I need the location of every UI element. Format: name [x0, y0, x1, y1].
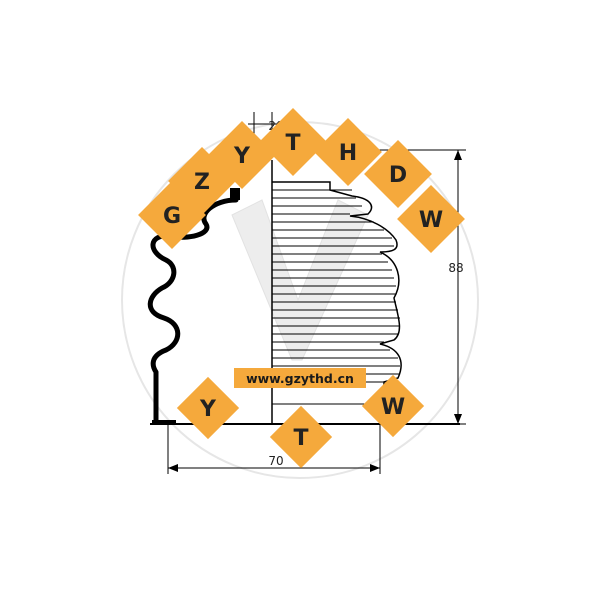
svg-text:H: H — [339, 141, 357, 166]
svg-text:D: D — [389, 163, 407, 188]
boot-left-profile — [147, 190, 239, 420]
dimension-bottom-width: 70 — [167, 424, 381, 474]
watermark-tile-t: T — [259, 108, 327, 176]
watermark-url-banner: www.gzythd.cn — [234, 368, 366, 388]
svg-text:G: G — [163, 204, 181, 229]
dimension-bottom-width-label: 70 — [268, 454, 283, 468]
svg-text:Z: Z — [194, 170, 210, 195]
watermark-tile-w: W — [397, 185, 465, 253]
svg-text:T: T — [285, 131, 300, 156]
boot-right-section — [271, 160, 402, 424]
watermark-tile-lower-w: W — [361, 374, 425, 438]
svg-text:Y: Y — [233, 144, 251, 169]
watermark-tile-lower-t: T — [269, 405, 333, 469]
watermark-tile-lower-y: Y — [176, 376, 240, 440]
svg-text:W: W — [381, 395, 405, 420]
svg-text:T: T — [293, 426, 308, 451]
boot-top-collar — [230, 188, 240, 200]
watermark-tile-d: D — [364, 140, 432, 208]
watermark-url: www.gzythd.cn — [246, 371, 354, 386]
svg-text:Y: Y — [199, 397, 217, 422]
watermark-v-mark — [231, 199, 369, 361]
dimension-height-label: 88 — [448, 261, 463, 275]
svg-text:W: W — [419, 208, 443, 233]
watermark-tile-h: H — [314, 118, 382, 186]
